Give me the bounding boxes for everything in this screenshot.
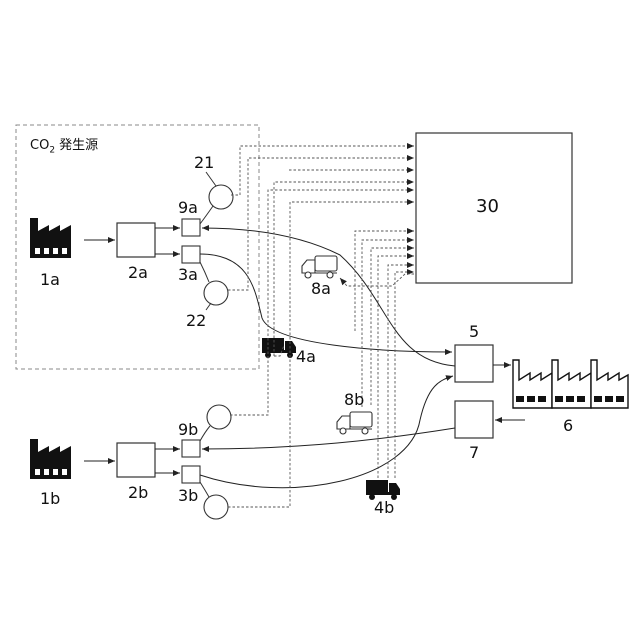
connector-3b <box>200 482 209 497</box>
label-30: 30 <box>476 199 499 215</box>
connector-22 <box>200 262 209 282</box>
factory-6-windows <box>516 396 624 402</box>
label-3b: 3b <box>178 488 198 504</box>
truck-4b-icon <box>366 480 400 500</box>
connector-21 <box>200 206 213 224</box>
box-3b <box>182 466 200 483</box>
leader-22 <box>206 303 211 310</box>
label-9a: 9a <box>178 200 198 216</box>
tank-3b <box>204 495 228 519</box>
label-4b: 4b <box>374 500 394 516</box>
label-7: 7 <box>469 445 479 461</box>
truck-4a-icon <box>262 338 296 358</box>
label-4a: 4a <box>296 349 316 365</box>
tank-21 <box>209 185 233 209</box>
label-22: 22 <box>186 313 206 329</box>
co2-source-label: CO2 発生源 <box>30 134 98 156</box>
label-21: 21 <box>194 155 214 171</box>
box-7 <box>455 401 493 438</box>
label-9b: 9b <box>178 422 198 438</box>
factory-1a-icon <box>30 218 71 258</box>
tank-22 <box>204 281 228 305</box>
label-8a: 8a <box>311 281 331 297</box>
label-3a: 3a <box>178 267 198 283</box>
box-2b <box>117 443 155 477</box>
connector-9b <box>200 426 210 441</box>
box-3a <box>182 246 200 263</box>
factory-1b-icon <box>30 439 71 479</box>
box-9a <box>182 219 200 236</box>
label-6: 6 <box>563 418 573 434</box>
label-8b: 8b <box>344 392 364 408</box>
dashed-flows <box>228 146 414 507</box>
box-9b <box>182 440 200 457</box>
box-2a <box>117 223 155 257</box>
truck-8b-icon <box>337 412 372 434</box>
label-5: 5 <box>469 324 479 340</box>
label-1b: 1b <box>40 491 60 507</box>
label-2b: 2b <box>128 485 148 501</box>
label-2a: 2a <box>128 265 148 281</box>
tank-9b <box>207 405 231 429</box>
label-1a: 1a <box>40 272 60 288</box>
box-5 <box>455 345 493 382</box>
leader-21 <box>206 172 216 186</box>
truck-8a-icon <box>302 256 337 278</box>
